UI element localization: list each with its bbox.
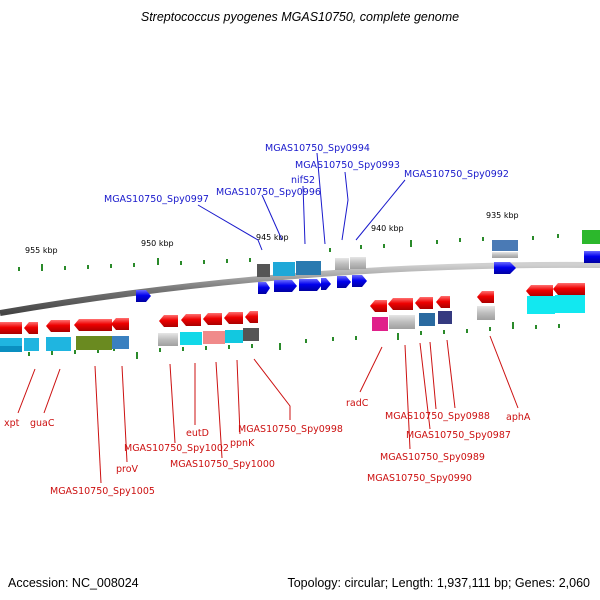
- scale-label: 940 kbp: [371, 224, 404, 233]
- forward-gene-label[interactable]: MGAS10750_Spy0994: [265, 143, 370, 154]
- reverse-gene[interactable]: [203, 313, 222, 325]
- forward-gene[interactable]: [321, 278, 331, 290]
- reverse-gene[interactable]: [74, 319, 112, 331]
- forward-gene-label[interactable]: MGAS10750_Spy0993: [295, 160, 400, 171]
- forward-gene-label[interactable]: MGAS10750_Spy0996: [216, 187, 321, 198]
- forward-gene[interactable]: [584, 251, 600, 263]
- forward-gene-label[interactable]: nifS2: [291, 175, 315, 186]
- reverse-strand-genes: [0, 283, 585, 334]
- forward-leader-lines: [197, 152, 406, 251]
- reverse-gene[interactable]: [245, 311, 258, 323]
- reverse-feature-track: [0, 295, 585, 352]
- reverse-gene[interactable]: [436, 296, 450, 308]
- reverse-gene[interactable]: [388, 298, 413, 310]
- reverse-gene[interactable]: [181, 314, 201, 326]
- reverse-gene-label[interactable]: MGAS10750_Spy0990: [367, 473, 472, 484]
- forward-feature-track: [257, 230, 600, 277]
- forward-gene[interactable]: [136, 290, 151, 302]
- forward-gene[interactable]: [352, 275, 367, 287]
- genome-backbone: [0, 261, 600, 316]
- reverse-gene-label[interactable]: MGAS10750_Spy1005: [50, 486, 155, 497]
- reverse-leader-lines: [17, 335, 519, 484]
- reverse-gene[interactable]: [553, 283, 585, 295]
- inner-ticks: [28, 322, 560, 359]
- reverse-gene-label[interactable]: radC: [346, 398, 369, 409]
- scale-label: 950 kbp: [141, 239, 174, 248]
- reverse-gene[interactable]: [477, 291, 494, 303]
- scale-label: 945 kbp: [256, 233, 289, 242]
- reverse-gene-label[interactable]: MGAS10750_Spy0987: [406, 430, 511, 441]
- forward-gene[interactable]: [258, 282, 270, 294]
- reverse-gene-label[interactable]: proV: [116, 464, 139, 475]
- forward-gene[interactable]: [337, 276, 351, 288]
- reverse-gene[interactable]: [224, 312, 243, 324]
- forward-gene[interactable]: [494, 262, 516, 274]
- reverse-gene-label[interactable]: ppnK: [230, 438, 255, 449]
- accession-label: Accession: NC_008024: [8, 576, 139, 590]
- forward-gene-label[interactable]: MGAS10750_Spy0997: [104, 194, 209, 205]
- reverse-gene-label[interactable]: aphA: [506, 412, 531, 423]
- reverse-gene[interactable]: [526, 285, 553, 297]
- reverse-gene[interactable]: [46, 320, 70, 332]
- reverse-gene-label[interactable]: MGAS10750_Spy1000: [170, 459, 275, 470]
- reverse-gene[interactable]: [0, 322, 22, 334]
- forward-gene-label[interactable]: MGAS10750_Spy0992: [404, 169, 509, 180]
- reverse-gene[interactable]: [159, 315, 178, 327]
- reverse-gene-label[interactable]: xpt: [4, 418, 20, 429]
- reverse-gene[interactable]: [24, 322, 38, 334]
- forward-gene[interactable]: [299, 279, 322, 291]
- outer-ticks: [18, 234, 559, 271]
- reverse-gene-label[interactable]: eutD: [186, 428, 209, 439]
- scale-label: 955 kbp: [25, 246, 58, 255]
- reverse-gene[interactable]: [111, 318, 129, 330]
- reverse-gene[interactable]: [415, 297, 433, 309]
- reverse-gene-label[interactable]: MGAS10750_Spy1002: [124, 443, 229, 454]
- forward-gene[interactable]: [274, 280, 297, 292]
- forward-strand-genes: [136, 251, 600, 302]
- reverse-gene[interactable]: [370, 300, 387, 312]
- page-title: Streptococcus pyogenes MGAS10750, comple…: [140, 10, 460, 24]
- genome-summary: Topology: circular; Length: 1,937,111 bp…: [287, 576, 590, 590]
- reverse-gene-label[interactable]: MGAS10750_Spy0998: [238, 424, 343, 435]
- reverse-gene-label[interactable]: MGAS10750_Spy0989: [380, 452, 485, 463]
- scale-label: 935 kbp: [486, 211, 519, 220]
- reverse-gene-label[interactable]: guaC: [30, 418, 55, 429]
- reverse-gene-label[interactable]: MGAS10750_Spy0988: [385, 411, 490, 422]
